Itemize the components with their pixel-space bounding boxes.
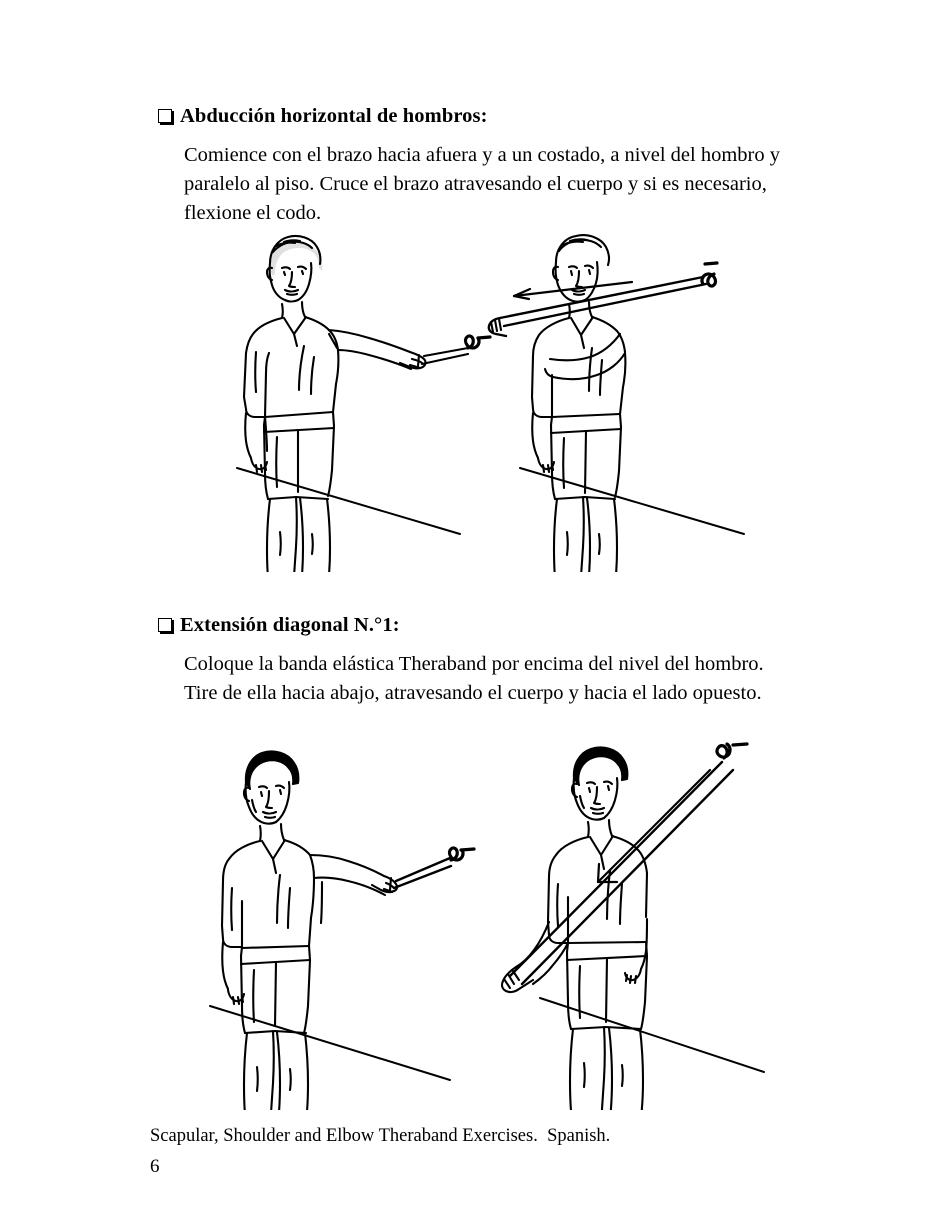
figure-abduccion-end bbox=[482, 222, 772, 572]
footer-source-note: Scapular, Shoulder and Elbow Theraband E… bbox=[150, 1126, 611, 1146]
figure-extension-start bbox=[202, 740, 492, 1110]
figure-row-abduccion bbox=[0, 222, 950, 572]
section-heading: Abducción horizontal de hombros: bbox=[180, 105, 488, 127]
square-bullet-icon bbox=[158, 613, 180, 639]
figure-row-extension-diagonal bbox=[0, 740, 950, 1110]
square-bullet-icon bbox=[158, 104, 180, 130]
section-abduccion-horizontal: Abducción horizontal de hombros: Comienc… bbox=[158, 103, 818, 228]
page-number: 6 bbox=[150, 1156, 160, 1177]
figure-abduccion-start bbox=[232, 222, 502, 572]
section-extension-diagonal: Extensión diagonal N.°1: Coloque la band… bbox=[158, 612, 818, 708]
section-heading: Extensión diagonal N.°1: bbox=[180, 614, 400, 636]
section-body-text: Coloque la banda elástica Theraband por … bbox=[184, 653, 764, 704]
heading-row-2: Extensión diagonal N.°1: bbox=[158, 612, 818, 639]
heading-row-1: Abducción horizontal de hombros: bbox=[158, 103, 818, 130]
section-body-text: Comience con el brazo hacia afuera y a u… bbox=[184, 144, 780, 224]
figure-extension-end bbox=[492, 740, 782, 1110]
